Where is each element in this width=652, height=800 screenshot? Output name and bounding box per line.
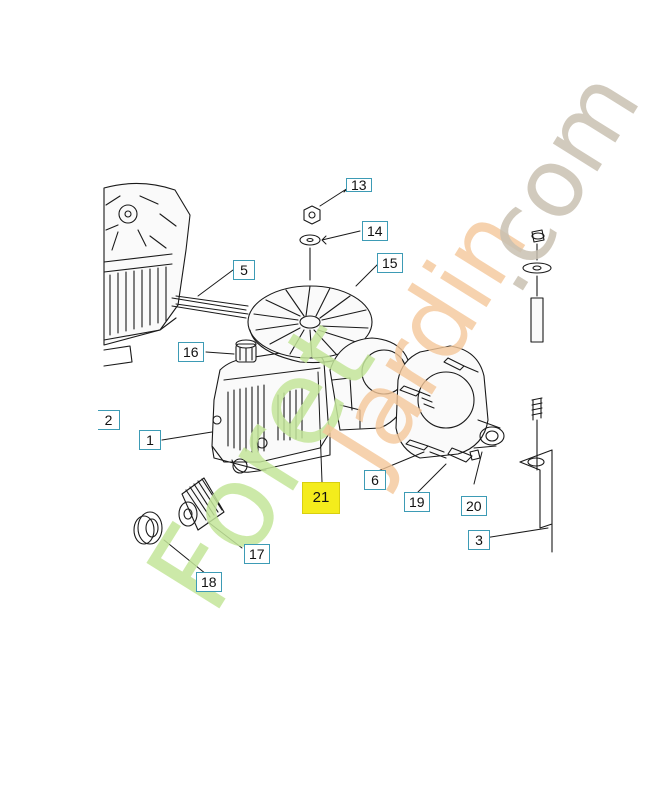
callout-15: 15 — [377, 253, 403, 273]
leader-lines — [161, 187, 549, 575]
axle-housing — [329, 337, 411, 431]
transaxle-housing — [211, 349, 331, 474]
callout-21-highlighted: 21 — [302, 482, 340, 514]
left-transmission-unit — [103, 182, 249, 367]
key-part — [469, 449, 481, 461]
callout-6: 6 — [364, 470, 386, 490]
callout-17: 17 — [244, 544, 270, 564]
callout-18: 18 — [196, 572, 222, 592]
bracket-assembly — [519, 229, 553, 553]
fill-cap — [235, 339, 257, 363]
axle-rod — [171, 297, 247, 319]
callout-13: 13 — [346, 178, 372, 192]
nut-and-washer — [299, 205, 321, 281]
bearing-sleeve — [178, 477, 225, 531]
callout-1: 1 — [139, 430, 161, 450]
cooling-fan — [247, 285, 373, 364]
callout-20: 20 — [461, 496, 487, 516]
callout-2: 2 — [98, 410, 120, 430]
callout-3: 3 — [468, 530, 490, 550]
callout-16: 16 — [178, 342, 204, 362]
callout-14: 14 — [362, 221, 388, 241]
callout-19: 19 — [404, 492, 430, 512]
seal-ring — [133, 511, 163, 545]
end-cover — [395, 345, 505, 463]
callout-5: 5 — [233, 260, 255, 280]
